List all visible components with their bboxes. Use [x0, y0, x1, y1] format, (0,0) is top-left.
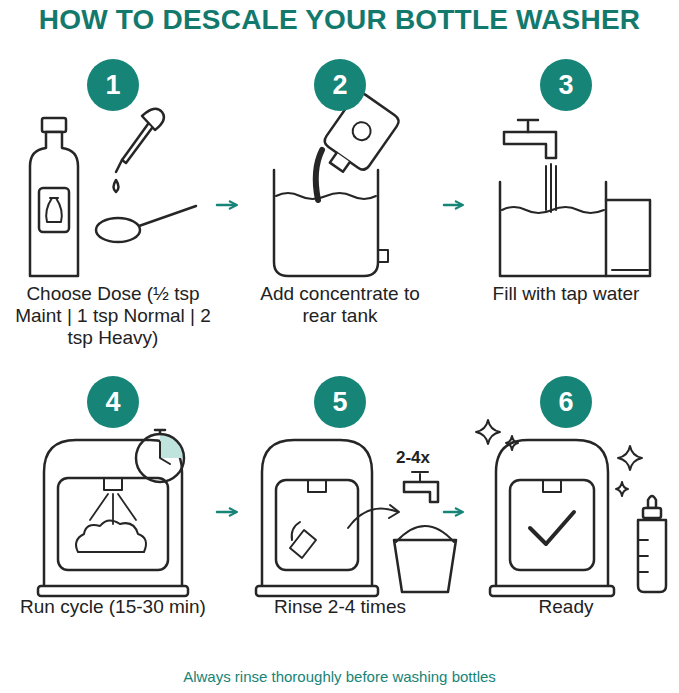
footer-note: Always rinse thoroughly before washing b… [0, 668, 679, 685]
step-number: 5 [314, 376, 366, 428]
step-caption: Fill with tap water [493, 283, 640, 305]
step-panel: 3Fill with tap water [468, 59, 664, 305]
baby-bottle [638, 496, 666, 592]
washer-tank [500, 182, 650, 276]
washer-ready [490, 440, 614, 596]
title: HOW TO DESCALE YOUR BOTTLE WASHER [0, 4, 679, 36]
rear-tank [274, 170, 388, 276]
washer-running [38, 440, 188, 596]
step-arrow [217, 511, 236, 514]
step-number: 2 [314, 59, 366, 111]
step-arrow [444, 204, 462, 207]
step-caption: Rinse 2-4 times [274, 596, 406, 618]
timer [136, 430, 184, 482]
step-panel: 2Add concentrate to rear tank [242, 59, 438, 327]
step-number: 4 [87, 376, 139, 428]
step-number: 1 [87, 59, 139, 111]
step-arrow [217, 204, 236, 207]
pour-stream [316, 150, 322, 200]
step-number: 3 [540, 59, 592, 111]
step-caption: Ready [539, 596, 594, 618]
step-panel: 5Rinse 2-4 times [242, 376, 438, 618]
rinse-count: 2-4x [396, 448, 430, 468]
measuring-spoon [96, 206, 196, 242]
sparkles [476, 420, 642, 496]
rinse-faucet [404, 472, 438, 502]
step-caption: Run cycle (15-30 min) [20, 596, 206, 618]
step-panel: 4Run cycle (15-30 min) [15, 376, 211, 618]
bucket [394, 526, 456, 592]
dropper [114, 109, 164, 192]
step-caption: Add concentrate to rear tank [242, 283, 438, 327]
step-panel: 1Choose Dose (½ tsp Maint | 1 tsp Normal… [15, 59, 211, 349]
rinse-arrow [348, 505, 399, 528]
concentrate-bottle [30, 118, 78, 276]
step-panel: 6Ready [468, 376, 664, 618]
washer-rinse [256, 440, 378, 596]
faucet [504, 120, 556, 212]
step-number: 6 [540, 376, 592, 428]
step-arrow [444, 511, 462, 514]
step-caption: Choose Dose (½ tsp Maint | 1 tsp Normal … [15, 283, 211, 349]
